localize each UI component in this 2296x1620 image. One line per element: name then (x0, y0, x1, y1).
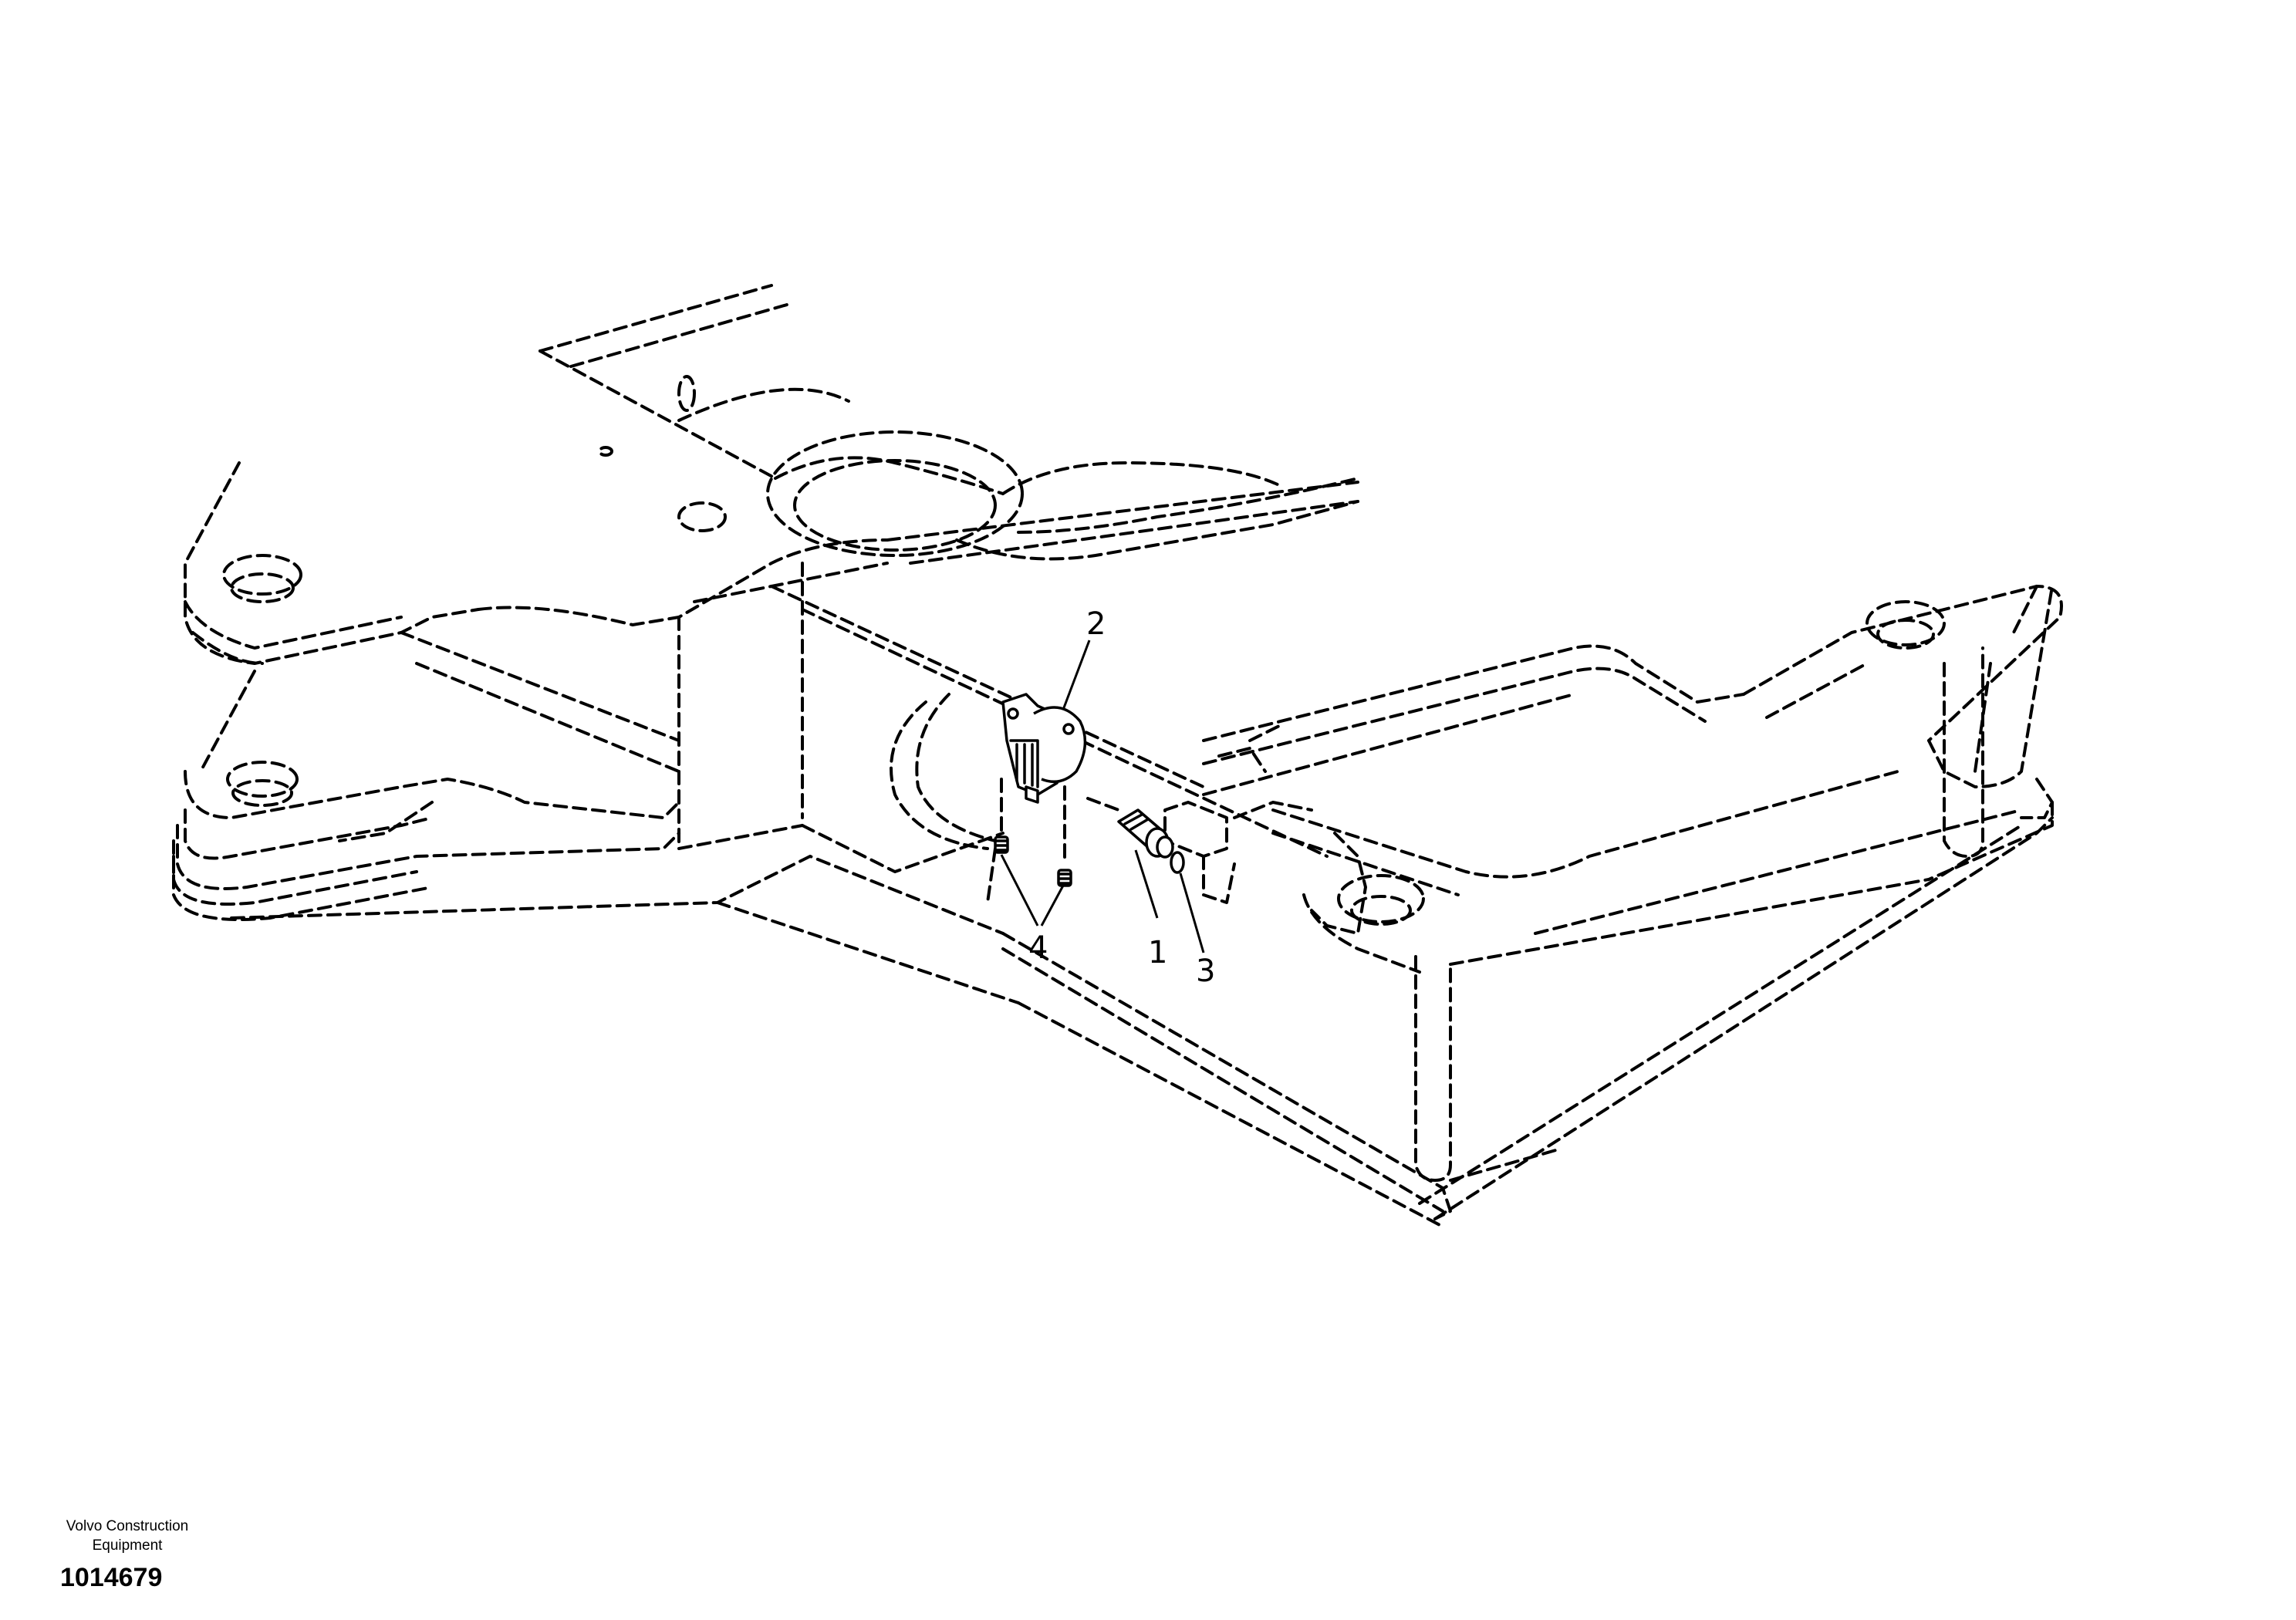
screw-left (994, 835, 1009, 854)
callout-label-3: 3 (1196, 953, 1215, 989)
brand-text: Volvo Construction Equipment (31, 1517, 224, 1555)
callout-1: 1 (1134, 849, 1167, 970)
sensor-part-1 (1086, 797, 1174, 859)
screws-part-4 (994, 778, 1072, 887)
machine-frame-phantom (172, 284, 2063, 1228)
callout-label-1: 1 (1148, 935, 1167, 970)
o-ring-part-3 (1170, 851, 1185, 874)
drawing-number: 1014679 (60, 1563, 163, 1592)
callout-4: 4 (1000, 854, 1065, 966)
bracket-part-2 (1001, 693, 1087, 804)
callout-label-2: 2 (1086, 606, 1106, 642)
brand-line-1: Volvo Construction (66, 1518, 189, 1534)
brand-line-2: Equipment (92, 1537, 163, 1554)
screw-right (1057, 869, 1072, 887)
callout-label-4: 4 (1028, 930, 1048, 966)
callout-2: 2 (1062, 606, 1106, 710)
callout-3: 3 (1179, 872, 1215, 989)
